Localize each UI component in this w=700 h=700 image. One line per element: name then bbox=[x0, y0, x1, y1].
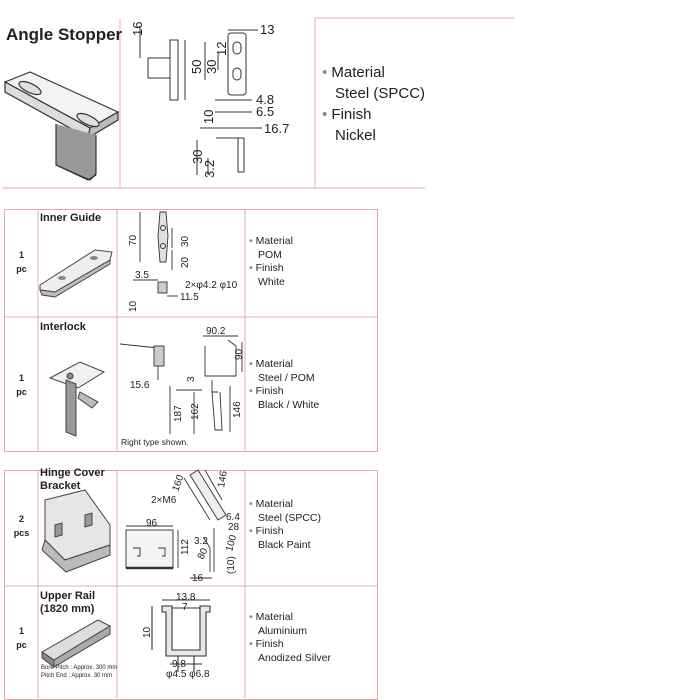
hinge-cover-specs: • Material Steel (SPCC) • Finish Black P… bbox=[249, 498, 322, 551]
dim-80: 80 bbox=[196, 546, 211, 561]
dim-12: 12 bbox=[214, 42, 229, 56]
angle-stopper-title: Angle Stopper bbox=[6, 25, 123, 44]
dim-10: 10 bbox=[128, 300, 139, 312]
dim-70: 70 bbox=[128, 234, 139, 246]
dim-10: 10 bbox=[201, 110, 216, 124]
interlock-specs: • Material Steel / POM • Finish Black / … bbox=[249, 358, 320, 411]
inner-guide-title: Inner Guide bbox=[40, 212, 102, 224]
dim-13-8: 13.8 bbox=[176, 592, 196, 603]
dim-7: 7 bbox=[182, 602, 188, 613]
dim-16: 16 bbox=[130, 22, 145, 36]
angle-stopper-specs: • Material Steel (SPCC) • Finish Nickel bbox=[322, 64, 426, 144]
dim-holes: φ4.5 φ6.8 bbox=[166, 669, 210, 680]
dim-m6: 2×M6 bbox=[151, 495, 177, 506]
dim-112: 112 bbox=[180, 539, 191, 555]
dim-146: 146 bbox=[216, 470, 230, 489]
dim-3-2: 3.2 bbox=[194, 536, 208, 547]
upper-rail-specs: • Material Aluminium • Finish Anodized S… bbox=[249, 611, 331, 664]
dim-50: 50 bbox=[189, 60, 204, 74]
dim-10: (10) bbox=[226, 556, 237, 574]
dim-holes: 2×φ4.2 φ10 bbox=[185, 280, 238, 291]
dim-30: 30 bbox=[180, 235, 191, 247]
dim-187: 187 bbox=[173, 405, 184, 422]
dim-90-2: 90.2 bbox=[206, 326, 226, 337]
dim-15-6: 15.6 bbox=[130, 380, 150, 391]
spec-value: Nickel bbox=[335, 127, 376, 144]
upper-rail-title: Upper Rail(1820 mm) bbox=[40, 590, 96, 615]
dim-28: 28 bbox=[228, 522, 240, 533]
dim-9-8: 9.8 bbox=[172, 659, 186, 670]
dim-146: 146 bbox=[232, 401, 243, 418]
dim-30b: 30 bbox=[190, 150, 205, 164]
spec-label: Material bbox=[331, 64, 385, 81]
dim-6-5: 6.5 bbox=[256, 104, 274, 119]
interlock-note: Right type shown. bbox=[121, 437, 189, 447]
dim-162: 162 bbox=[190, 403, 201, 420]
dim-4-8: 4.8 bbox=[256, 92, 274, 107]
dim-13: 13 bbox=[260, 22, 274, 37]
dim-90: 90 bbox=[234, 348, 245, 360]
dim-96: 96 bbox=[146, 518, 158, 529]
spec-label: Finish bbox=[331, 106, 372, 123]
dim-11-5: 11.5 bbox=[180, 292, 199, 303]
dim-100: 100 bbox=[224, 533, 239, 552]
dim-20: 20 bbox=[180, 256, 191, 268]
inner-guide-specs: • Material POM • Finish White bbox=[249, 235, 293, 288]
dim-6-4: 6.4 bbox=[226, 512, 240, 523]
dim-10: 10 bbox=[142, 626, 153, 638]
interlock-title: Interlock bbox=[40, 321, 86, 333]
dim-30: 30 bbox=[204, 60, 219, 74]
dim-3-2: 3.2 bbox=[202, 160, 217, 178]
dim-16: 16 bbox=[192, 573, 204, 584]
spec-value: Steel (SPCC) bbox=[335, 85, 426, 102]
dim-16-7: 16.7 bbox=[264, 121, 289, 136]
dim-3: 3 bbox=[186, 376, 197, 382]
dim-3-5: 3.5 bbox=[135, 270, 149, 281]
